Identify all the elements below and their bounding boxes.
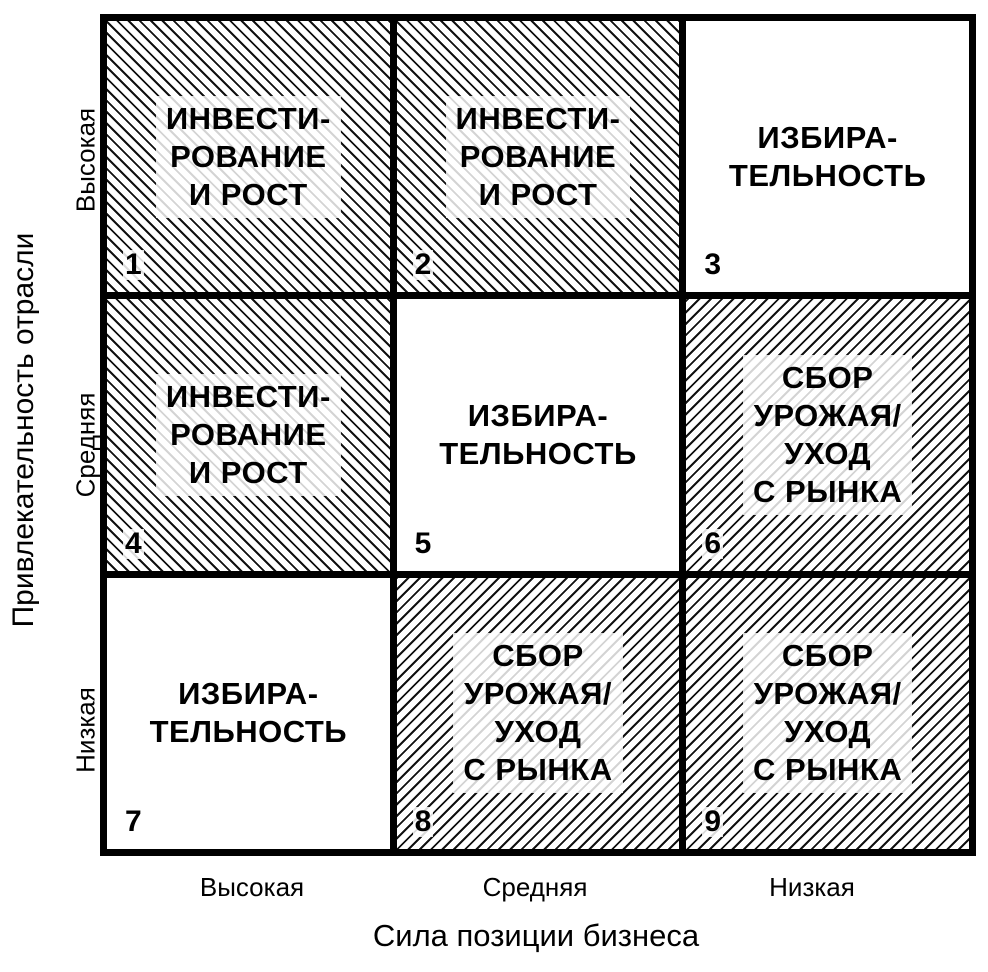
x-axis-title: Сила позиции бизнеса [372, 918, 700, 953]
cell-number: 4 [123, 526, 144, 560]
y-axis-title: Привлекательность отрасли [7, 232, 40, 628]
matrix-cell-3: ИЗБИРА-ТЕЛЬНОСТЬ 3 [686, 21, 969, 293]
x-level-high: Высокая [199, 872, 305, 902]
matrix-cell-7: ИЗБИРА-ТЕЛЬНОСТЬ 7 [107, 577, 390, 849]
cell-label: ИЗБИРА-ТЕЛЬНОСТЬ [149, 676, 348, 750]
y-level-low: Низкая [70, 687, 101, 773]
cell-number: 9 [702, 805, 724, 838]
cell-number: 7 [123, 805, 144, 838]
cell-label: ИЗБИРА-ТЕЛЬНОСТЬ [439, 397, 637, 471]
x-level-low: Низкая [769, 872, 855, 902]
cell-number: 1 [123, 248, 144, 282]
cell-number: 3 [702, 248, 724, 282]
y-level-high: Высокая [70, 107, 101, 213]
matrix-cell-5: ИЗБИРА-ТЕЛЬНОСТЬ 5 [396, 299, 680, 571]
x-level-medium: Средняя [482, 872, 588, 902]
cell-number: 5 [412, 526, 434, 560]
cell-label: ИЗБИРА-ТЕЛЬНОСТЬ [728, 119, 927, 193]
cell-number: 2 [412, 248, 434, 282]
cell-number: 6 [702, 526, 724, 560]
y-level-medium: Средняя [70, 392, 101, 498]
cell-number: 8 [412, 805, 434, 838]
